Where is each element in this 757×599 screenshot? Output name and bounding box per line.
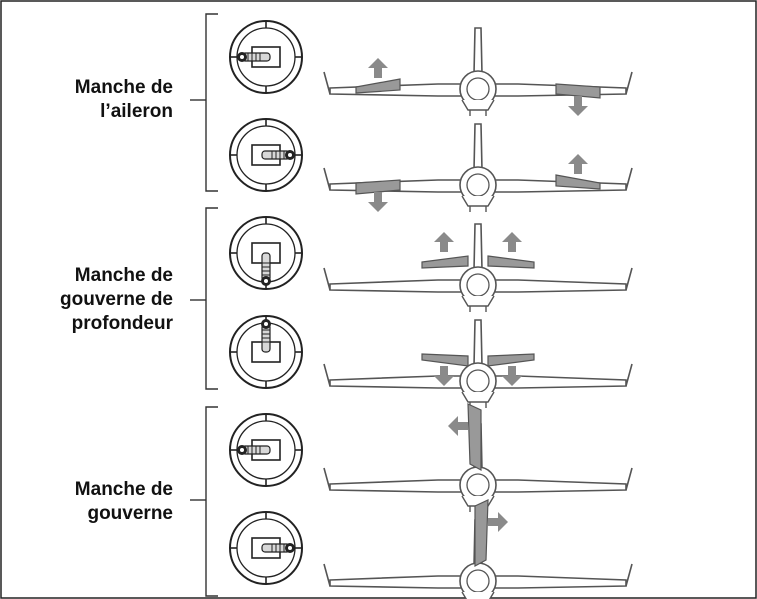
label-rudder-stick: Manche de gouverne xyxy=(74,479,173,524)
gimbal-rudder-right-icon xyxy=(229,511,303,585)
label-elevator-stick: Manche de gouverne de profondeur xyxy=(60,265,173,334)
gimbal-aileron-right-icon xyxy=(229,118,303,192)
label-aileron-stick: Manche de l’aileron xyxy=(74,77,173,122)
rudder-left xyxy=(467,403,482,472)
arrow-up-icon xyxy=(568,154,588,174)
airplane-aileron-right-icon xyxy=(323,123,633,213)
rudder-right xyxy=(474,499,489,568)
gimbal-rudder-left-icon xyxy=(229,413,303,487)
arrow-right-icon xyxy=(488,512,508,532)
aileron-right-up xyxy=(555,174,601,190)
aileron-right-down xyxy=(555,83,601,99)
elevator-right-up xyxy=(487,255,535,269)
bracket-rudder xyxy=(190,406,218,597)
arrow-up-icon xyxy=(502,232,522,252)
arrow-up-icon xyxy=(368,58,388,78)
arrow-up-icon xyxy=(434,232,454,252)
airplane-elevator-up-icon xyxy=(323,223,633,313)
elevator-left-up xyxy=(421,255,469,269)
arrow-down-icon xyxy=(568,96,588,116)
airplane-elevator-down-icon xyxy=(323,319,633,409)
aileron-left-down xyxy=(355,179,401,195)
aileron-left-up xyxy=(355,78,401,94)
elevator-left-down xyxy=(421,353,469,367)
gimbal-elevator-forward-icon xyxy=(229,315,303,389)
airplane-aileron-left-icon xyxy=(323,27,633,117)
bracket-aileron xyxy=(190,13,218,192)
airplane-rudder-right-icon xyxy=(323,499,633,599)
arrow-down-icon xyxy=(368,192,388,212)
gimbal-elevator-back-icon xyxy=(229,216,303,290)
bracket-elevator xyxy=(190,207,218,390)
elevator-right-down xyxy=(487,353,535,367)
airplane-rudder-left-icon xyxy=(323,403,633,513)
arrow-left-icon xyxy=(448,416,468,436)
gimbal-aileron-left-icon xyxy=(229,20,303,94)
